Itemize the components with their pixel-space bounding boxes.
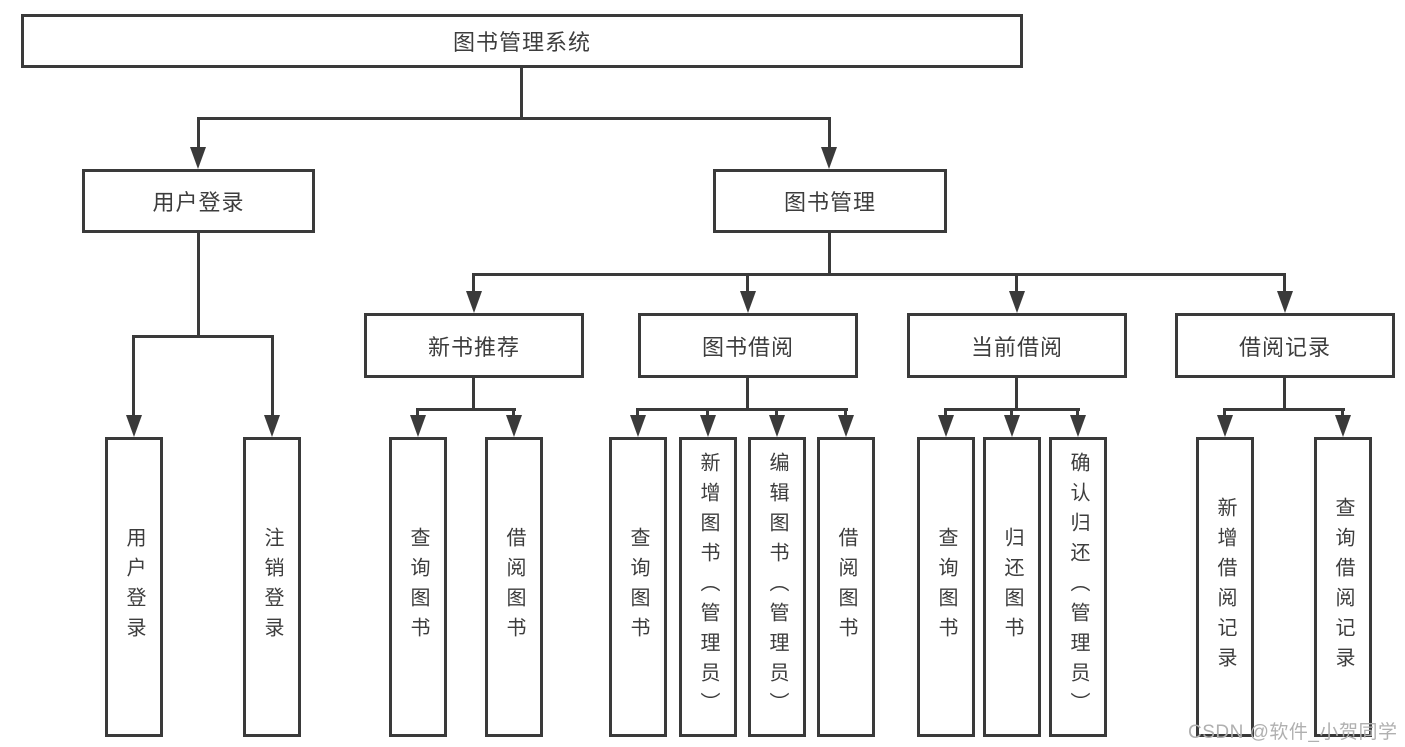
connector-line (197, 117, 831, 120)
connector-line (828, 120, 831, 147)
connector-line (132, 335, 274, 338)
connector-line (132, 338, 135, 415)
arrowhead-icon (740, 291, 756, 313)
leaf-logout-label: 注销登录 (261, 527, 283, 647)
arrowhead-icon (126, 415, 142, 437)
connector-line (1223, 411, 1226, 416)
leaf-query-book-recommend: 查询图书 (389, 437, 447, 737)
node-book-management-label: 图书管理 (783, 190, 876, 215)
connector-line (1015, 378, 1018, 408)
leaf-borrow-book: 借阅图书 (817, 437, 875, 737)
connector-line (520, 68, 523, 117)
leaf-query-book-recommend-label: 查询图书 (407, 527, 429, 647)
connector-line (746, 276, 749, 291)
leaf-logout: 注销登录 (243, 437, 301, 737)
leaf-return-book: 归还图书 (983, 437, 1041, 737)
node-new-book-recommend-label: 新书推荐 (427, 334, 520, 360)
leaf-query-borrow-record-label: 查询借阅记录 (1332, 497, 1354, 677)
leaf-confirm-return-admin-label: 确认归还（管理员） (1067, 452, 1089, 722)
leaf-return-book-label: 归还图书 (1001, 527, 1023, 647)
connector-line (1010, 411, 1013, 416)
leaf-borrow-book-label: 借阅图书 (835, 527, 857, 647)
node-book-borrow-label: 图书借阅 (701, 334, 794, 360)
node-user-login: 用户登录 (82, 169, 315, 233)
node-borrow-record-label: 借阅记录 (1238, 334, 1331, 360)
node-book-management: 图书管理 (713, 169, 947, 233)
arrowhead-icon (700, 415, 716, 437)
leaf-borrow-book-recommend: 借阅图书 (485, 437, 543, 737)
leaf-query-book-current: 查询图书 (917, 437, 975, 737)
csdn-watermark: CSDN @软件_小贺同学 (1188, 722, 1398, 743)
arrowhead-icon (1217, 415, 1233, 437)
connector-line (746, 378, 749, 408)
connector-line (944, 411, 947, 416)
leaf-query-book-borrow-label: 查询图书 (627, 527, 649, 647)
leaf-confirm-return-admin: 确认归还（管理员） (1049, 437, 1107, 737)
node-current-borrow-label: 当前借阅 (970, 334, 1063, 360)
leaf-add-borrow-record-label: 新增借阅记录 (1214, 497, 1236, 677)
arrowhead-icon (769, 415, 785, 437)
arrowhead-icon (838, 415, 854, 437)
arrowhead-icon (410, 415, 426, 437)
arrowhead-icon (938, 415, 954, 437)
connector-line (1015, 276, 1018, 291)
node-library-system-label: 图书管理系统 (452, 30, 591, 55)
connector-line (512, 411, 515, 416)
leaf-add-borrow-record: 新增借阅记录 (1196, 437, 1254, 737)
leaf-query-book-current-label: 查询图书 (935, 527, 957, 647)
connector-line (636, 411, 639, 416)
connector-line (472, 378, 475, 408)
arrowhead-icon (466, 291, 482, 313)
connector-line (197, 120, 200, 147)
connector-line (775, 411, 778, 416)
arrowhead-icon (264, 415, 280, 437)
connector-line (1341, 411, 1344, 416)
connector-line (1223, 408, 1345, 411)
connector-line (706, 411, 709, 416)
arrowhead-icon (1004, 415, 1020, 437)
node-current-borrow: 当前借阅 (907, 313, 1127, 378)
arrowhead-icon (630, 415, 646, 437)
arrowhead-icon (506, 415, 522, 437)
connector-line (271, 338, 274, 415)
leaf-borrow-book-recommend-label: 借阅图书 (503, 527, 525, 647)
arrowhead-icon (1009, 291, 1025, 313)
node-library-system: 图书管理系统 (21, 14, 1023, 68)
node-user-login-label: 用户登录 (152, 190, 245, 215)
leaf-edit-book-admin: 编辑图书（管理员） (748, 437, 806, 737)
connector-line (944, 408, 1080, 411)
connector-line (1076, 411, 1079, 416)
connector-line (472, 273, 1286, 276)
connector-line (1283, 276, 1286, 291)
leaf-add-book-admin-label: 新增图书（管理员） (697, 452, 719, 722)
leaf-query-borrow-record: 查询借阅记录 (1314, 437, 1372, 737)
arrowhead-icon (1070, 415, 1086, 437)
leaf-add-book-admin: 新增图书（管理员） (679, 437, 737, 737)
connector-line (828, 233, 831, 273)
leaf-query-book-borrow: 查询图书 (609, 437, 667, 737)
connector-line (197, 233, 200, 335)
connector-line (472, 276, 475, 291)
leaf-user-login-label: 用户登录 (123, 527, 145, 647)
connector-line (416, 411, 419, 416)
connector-line (844, 411, 847, 416)
leaf-edit-book-admin-label: 编辑图书（管理员） (766, 452, 788, 722)
connector-line (1283, 378, 1286, 408)
node-new-book-recommend: 新书推荐 (364, 313, 584, 378)
arrowhead-icon (821, 147, 837, 169)
node-book-borrow: 图书借阅 (638, 313, 858, 378)
arrowhead-icon (190, 147, 206, 169)
node-borrow-record: 借阅记录 (1175, 313, 1395, 378)
arrowhead-icon (1277, 291, 1293, 313)
leaf-user-login: 用户登录 (105, 437, 163, 737)
arrowhead-icon (1335, 415, 1351, 437)
connector-line (416, 408, 516, 411)
connector-line (636, 408, 848, 411)
